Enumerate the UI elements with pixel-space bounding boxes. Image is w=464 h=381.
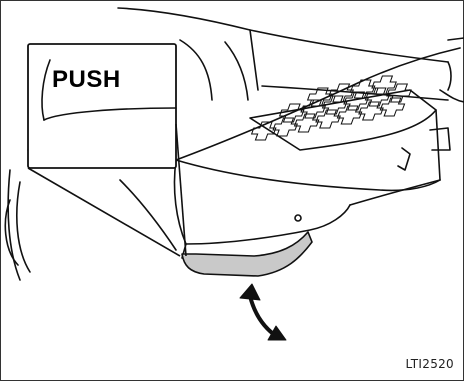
push-callout-box xyxy=(28,44,176,168)
figure-id: LTI2520 xyxy=(405,357,454,371)
push-label: PUSH xyxy=(52,66,121,94)
